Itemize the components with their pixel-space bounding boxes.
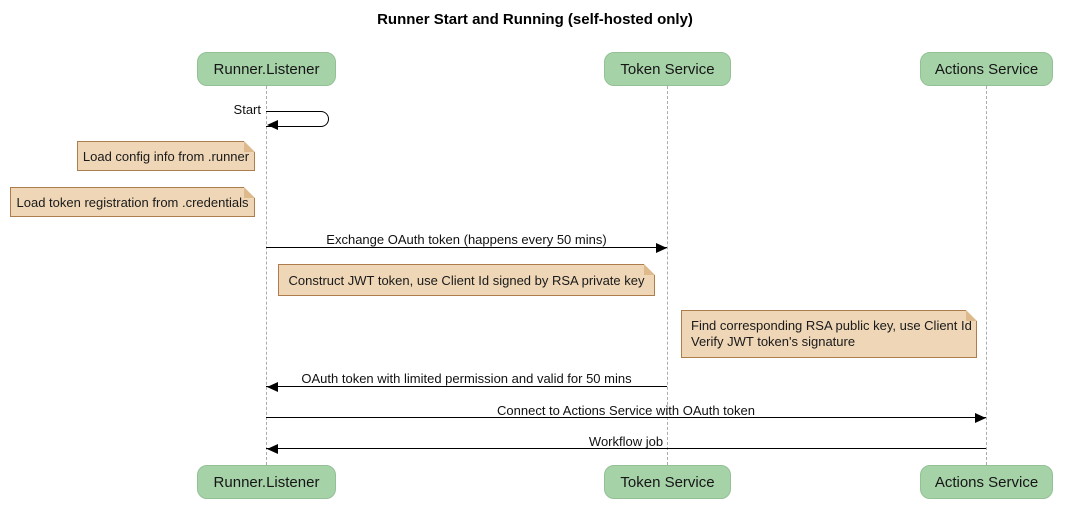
message-oauth-token-response-line bbox=[266, 386, 667, 387]
arrowhead-left-icon bbox=[267, 382, 278, 392]
message-connect-actions-label: Connect to Actions Service with OAuth to… bbox=[497, 403, 755, 418]
participant-top-token-service: Token Service bbox=[604, 52, 731, 86]
arrowhead-left-icon bbox=[267, 444, 278, 454]
note-text: Load token registration from .credential… bbox=[16, 194, 249, 210]
arrowhead-right-icon bbox=[656, 243, 667, 253]
note-text: Load config info from .runner bbox=[82, 148, 250, 164]
note-construct-jwt-token: Construct JWT token, use Client Id signe… bbox=[278, 264, 655, 296]
lifeline-token-service bbox=[667, 86, 668, 465]
participant-top-runner-listener: Runner.Listener bbox=[197, 52, 336, 86]
note-text-line-1: Find corresponding RSA public key, use C… bbox=[691, 318, 972, 333]
lifeline-actions-service bbox=[986, 86, 987, 465]
note-text: Find corresponding RSA public key, use C… bbox=[691, 318, 972, 350]
message-connect-actions-line bbox=[266, 417, 986, 418]
message-workflow-job-line bbox=[266, 448, 986, 449]
note-find-rsa-public-key: Find corresponding RSA public key, use C… bbox=[681, 310, 977, 358]
participant-label: Actions Service bbox=[934, 60, 1039, 78]
arrowhead-right-icon bbox=[975, 413, 986, 423]
participant-label: Token Service bbox=[620, 473, 715, 491]
lifeline-runner-listener bbox=[266, 86, 267, 465]
self-message-start-label: Start bbox=[233, 102, 261, 117]
note-load-config: Load config info from .runner bbox=[77, 141, 255, 171]
note-text: Construct JWT token, use Client Id signe… bbox=[288, 272, 645, 288]
message-workflow-job-label: Workflow job bbox=[588, 434, 664, 449]
participant-bottom-actions-service: Actions Service bbox=[920, 465, 1053, 499]
self-message-loop bbox=[266, 111, 329, 127]
participant-bottom-runner-listener: Runner.Listener bbox=[197, 465, 336, 499]
participant-top-actions-service: Actions Service bbox=[920, 52, 1053, 86]
participant-label: Token Service bbox=[620, 60, 715, 78]
participant-label: Actions Service bbox=[934, 473, 1039, 491]
participant-bottom-token-service: Token Service bbox=[604, 465, 731, 499]
message-exchange-oauth-line bbox=[266, 247, 667, 248]
arrowhead-left-icon bbox=[267, 120, 278, 130]
message-oauth-token-response-label: OAuth token with limited permission and … bbox=[301, 371, 632, 386]
message-exchange-oauth-label: Exchange OAuth token (happens every 50 m… bbox=[326, 232, 607, 247]
participant-label: Runner.Listener bbox=[213, 60, 320, 78]
page-title: Runner Start and Running (self-hosted on… bbox=[377, 11, 693, 28]
participant-label: Runner.Listener bbox=[213, 473, 320, 491]
note-load-token-registration: Load token registration from .credential… bbox=[10, 187, 255, 217]
note-text-line-2: Verify JWT token's signature bbox=[691, 334, 856, 349]
